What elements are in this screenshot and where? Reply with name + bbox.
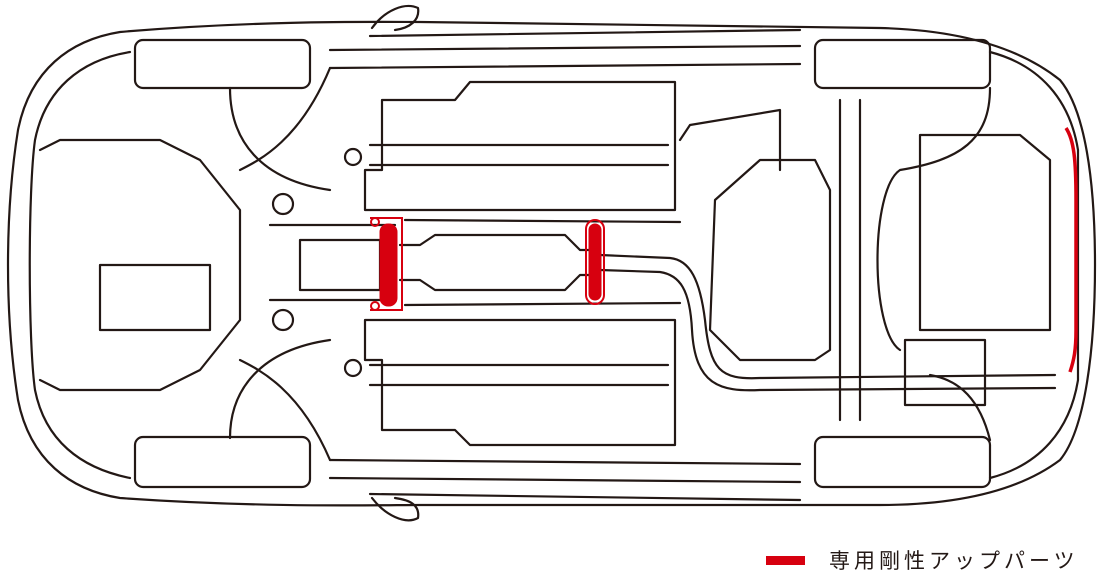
side-sill-bottom: [328, 458, 802, 502]
mount-3: [343, 147, 363, 167]
rear-arch-bottom: [228, 338, 332, 462]
car-underbody-diagram: [6, 4, 1097, 522]
reinforcement-brace-rear: [370, 217, 403, 311]
front-subframe: [838, 98, 1052, 422]
legend: 専用剛性アップパーツ: [766, 545, 1079, 575]
side-sill-top: [328, 28, 802, 70]
mirror-top: [370, 4, 420, 32]
front-arch: [876, 86, 992, 442]
body-outline: [6, 20, 1097, 507]
reinforcement-brace-center: [585, 219, 605, 305]
legend-swatch: [766, 555, 805, 565]
tunnel-lines: [403, 218, 682, 307]
reinforcement-bar-front: [1064, 127, 1078, 373]
rear-subframe: [38, 138, 242, 392]
wheel-rear-left: [133, 38, 312, 90]
body-inner-outline: [28, 50, 1080, 480]
legend-label: 専用剛性アップパーツ: [829, 549, 1079, 573]
floor-panel-bottom: [363, 318, 677, 447]
rear-arch-top: [228, 66, 332, 192]
wheel-rear-right: [133, 435, 312, 489]
mount-4: [343, 358, 363, 378]
mount-2: [271, 308, 295, 332]
fuel-tank: [678, 108, 832, 362]
mount-1: [271, 192, 295, 216]
floor-panel-top: [363, 80, 677, 212]
mirror-bottom: [370, 496, 420, 522]
wheel-front-left: [813, 38, 992, 90]
wheel-front-right: [813, 435, 992, 489]
